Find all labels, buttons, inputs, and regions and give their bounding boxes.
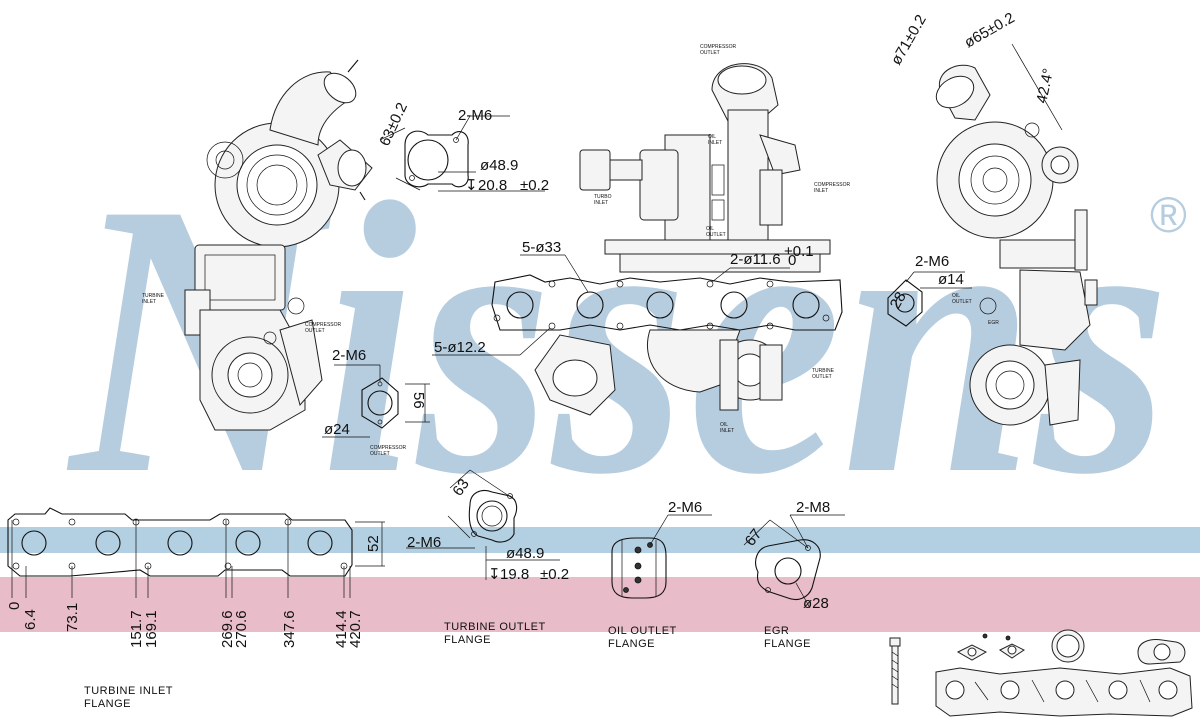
label-compressor-outlet-left-b: COMPRESSOR bbox=[370, 445, 407, 451]
right-egr-flange bbox=[887, 271, 972, 327]
label-oil-inlet-center: OIL bbox=[708, 134, 716, 140]
caption-turbine-inlet-line1: TURBINE INLET bbox=[84, 685, 173, 697]
turbine-outlet-depth-tol: ±0.2 bbox=[540, 566, 569, 583]
label-oil-outlet-right: OIL bbox=[952, 293, 960, 299]
label-turbine-inlet-left: TURBINE bbox=[142, 293, 165, 299]
caption-oil-outlet-line2: FLANGE bbox=[608, 638, 655, 650]
caption-egr-line1: EGR bbox=[764, 625, 789, 637]
right-diam-a: ø71±0.2 bbox=[888, 12, 930, 68]
turbo-center-view bbox=[579, 63, 831, 273]
x-pos-7: 347.6 bbox=[281, 610, 298, 648]
left-flange-depth: 20.8 bbox=[478, 177, 507, 194]
right-angle: 42.4° bbox=[1033, 67, 1057, 105]
label-turbo-inlet-center-2: INLET bbox=[594, 200, 608, 206]
turbine-outlet-flange bbox=[406, 469, 560, 580]
label-turbine-outlet-center-2: OUTLET bbox=[812, 374, 832, 380]
turbine-outlet-depth-symbol: ↧ bbox=[488, 566, 501, 583]
turbine-inlet-flange bbox=[7, 507, 385, 598]
left-flange-depth-symbol: ↧ bbox=[465, 177, 478, 194]
label-oil-inlet-center-2: INLET bbox=[708, 140, 722, 146]
egr-bolts: 2-M8 bbox=[796, 499, 830, 516]
caption-turbine-inlet: TURBINE INLET FLANGE bbox=[84, 685, 176, 710]
outlet-flange-bolts: 2-M6 bbox=[332, 347, 366, 364]
right-egr-bolts: 2-M6 bbox=[915, 253, 949, 270]
center-holes-mid-tol-upper: +0.1 bbox=[784, 243, 814, 260]
label-compressor-inlet-center: COMPRESSOR bbox=[814, 182, 851, 188]
x-pos-8: 414.4 bbox=[333, 610, 350, 648]
label-compressor-outlet-left-2: OUTLET bbox=[305, 328, 325, 334]
label-oil-inlet-center-b2: INLET bbox=[720, 428, 734, 434]
caption-turbine-outlet-line1: TURBINE OUTLET bbox=[444, 621, 546, 633]
caption-egr: EGR FLANGE bbox=[764, 625, 811, 650]
right-egr-diam: ø14 bbox=[938, 271, 964, 288]
label-compressor-outlet-center: COMPRESSOR bbox=[700, 44, 737, 50]
registered-mark: ® bbox=[1150, 187, 1187, 243]
pink-band bbox=[0, 577, 1200, 632]
gasket-kit bbox=[889, 629, 1193, 717]
x-pos-1: 6.4 bbox=[22, 609, 39, 630]
egr-width: 67 bbox=[742, 526, 766, 550]
turbo-center-lower bbox=[534, 329, 783, 416]
x-pos-6: 270.6 bbox=[233, 610, 250, 648]
label-turbo-inlet-center: TURBO bbox=[594, 194, 612, 200]
label-oil-outlet-center: OIL bbox=[706, 226, 714, 232]
left-flange-bolts: 2-M6 bbox=[458, 107, 492, 124]
blue-band bbox=[0, 527, 1200, 553]
label-oil-inlet-center-b: OIL bbox=[720, 422, 728, 428]
outlet-flange-diam: ø24 bbox=[324, 421, 350, 438]
egr-diam: ø28 bbox=[803, 595, 829, 612]
caption-oil-outlet: OIL OUTLET FLANGE bbox=[608, 625, 680, 650]
right-egr-size: 28 bbox=[887, 289, 910, 312]
oil-outlet-bolts: 2-M6 bbox=[668, 499, 702, 516]
turbine-outlet-depth: 19.8 bbox=[500, 566, 529, 583]
x-pos-9: 420.7 bbox=[347, 610, 364, 648]
label-compressor-outlet-left: COMPRESSOR bbox=[305, 322, 342, 328]
label-egr-right: EGR bbox=[988, 320, 999, 326]
x-pos-0: 0 bbox=[6, 602, 23, 610]
center-manifold-flange bbox=[432, 254, 843, 356]
caption-turbine-inlet-line2: FLANGE bbox=[84, 698, 131, 710]
turbo-left-view bbox=[184, 59, 373, 431]
turbo-right-view bbox=[935, 43, 1098, 426]
turbine-outlet-bolts: 2-M6 bbox=[407, 534, 441, 551]
center-holes-small: 5-ø12.2 bbox=[434, 339, 486, 356]
label-compressor-outlet-center-2: OUTLET bbox=[700, 50, 720, 56]
turbine-outlet-diam: ø48.9 bbox=[506, 545, 544, 562]
label-compressor-outlet-left-b2: OUTLET bbox=[370, 451, 390, 457]
center-holes-mid-tol-lower: 0 bbox=[788, 252, 796, 269]
left-flange-depth-tol: ±0.2 bbox=[520, 177, 549, 194]
center-holes-large: 5-ø33 bbox=[522, 239, 561, 256]
label-oil-outlet-center-2: OUTLET bbox=[706, 232, 726, 238]
left-flange-detail bbox=[379, 115, 545, 192]
x-pos-4: 169.1 bbox=[143, 610, 160, 648]
outlet-flange-height: 56 bbox=[410, 392, 427, 409]
turbine-outlet-width: 63 bbox=[449, 476, 472, 499]
x-pos-3: 151.7 bbox=[128, 610, 145, 648]
left-flange-diam: ø48.9 bbox=[480, 157, 518, 174]
caption-turbine-outlet: TURBINE OUTLET FLANGE bbox=[444, 621, 549, 646]
caption-turbine-outlet-line2: FLANGE bbox=[444, 634, 491, 646]
oil-outlet-flange bbox=[611, 514, 712, 599]
right-diam-b: ø65±0.2 bbox=[962, 9, 1018, 51]
center-holes-mid: 2-ø11.6 bbox=[730, 251, 781, 268]
caption-egr-line2: FLANGE bbox=[764, 638, 811, 650]
caption-oil-outlet-line1: OIL OUTLET bbox=[608, 625, 677, 637]
outlet-flange-detail bbox=[322, 364, 430, 438]
x-pos-2: 73.1 bbox=[64, 603, 81, 632]
label-turbine-outlet-center: TURBINE bbox=[812, 368, 835, 374]
x-pos-5: 269.6 bbox=[219, 610, 236, 648]
egr-flange bbox=[743, 514, 845, 609]
label-oil-outlet-right-2: OUTLET bbox=[952, 299, 972, 305]
label-compressor-inlet-center-2: INLET bbox=[814, 188, 828, 194]
label-turbine-inlet-left-2: INLET bbox=[142, 299, 156, 305]
turbine-inlet-height: 52 bbox=[365, 535, 382, 552]
